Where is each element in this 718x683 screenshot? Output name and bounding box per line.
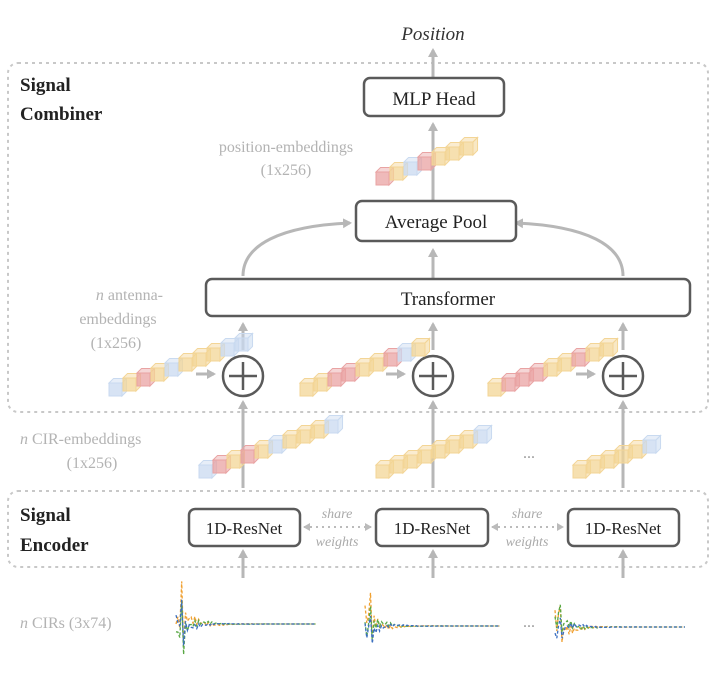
cir-embedding-strip-2	[374, 424, 493, 480]
cir-waveform-2-channel-0	[364, 592, 500, 642]
cir-embeddings-label-line2: (1x256)	[67, 455, 118, 472]
output-position-label: Position	[400, 24, 464, 45]
resnet-box-1	[187, 507, 302, 548]
antenna-embedding-strip-2-cube-8	[410, 337, 431, 358]
share-weights-label-1-line2: weights	[316, 535, 359, 550]
cir-waveform-1	[175, 581, 316, 655]
cir-embedding-strip-3	[571, 434, 662, 480]
resnet-label-2: 1D-ResNet	[394, 519, 471, 538]
resnet-block-1: 1D-ResNet	[187, 507, 302, 548]
resnet-block-3: 1D-ResNet	[566, 507, 681, 548]
average-pool-box	[354, 199, 518, 243]
arrow-left-skip-to-pool	[241, 218, 352, 277]
average-pool-block: Average Pool	[354, 199, 518, 243]
embedding-cube-strips	[107, 136, 662, 480]
cir-embeddings-ellipsis: ...	[523, 445, 535, 462]
signal-combiner-region	[7, 62, 709, 413]
share-weights-label-2-line2: weights	[506, 535, 549, 550]
average-pool-label: Average Pool	[385, 212, 488, 233]
cir-embedding-strip-1-cube-8	[309, 419, 330, 440]
position-embeddings-label-line1: position-embeddings	[219, 139, 353, 156]
cir-embedding-strip-2-cube-7	[472, 424, 493, 445]
resnet-box-3	[566, 507, 681, 548]
antenna-embeddings-n: n	[96, 287, 104, 304]
mlp-head-label: MLP Head	[392, 89, 476, 110]
resnet-label-3: 1D-ResNet	[585, 519, 662, 538]
signal-combiner-label-line1: Signal	[20, 75, 71, 96]
mlp-head-block: MLP Head	[362, 76, 506, 118]
signal-encoder-region	[7, 490, 709, 568]
antenna-embedding-strip-1	[107, 332, 254, 398]
share-weights-label-1-line1: share	[322, 507, 353, 522]
plus-node-3	[601, 354, 645, 398]
cir-waveform-3-channel-2	[554, 617, 685, 639]
antenna-embeddings-label-line1: n antenna-	[96, 287, 163, 304]
plus-node-1	[221, 354, 265, 398]
antenna-embedding-strip-3	[486, 337, 619, 398]
cir-waveforms	[175, 581, 685, 655]
cir-waveform-3	[554, 604, 685, 643]
antenna-embeddings-word: antenna-	[108, 287, 163, 304]
cir-embedding-strip-1-cube-9	[323, 414, 344, 435]
cirs-ellipsis: ...	[523, 614, 535, 631]
plus-nodes	[221, 354, 645, 398]
cir-waveform-2-channel-2	[364, 615, 500, 644]
antenna-embeddings-label-line3: (1x256)	[91, 335, 142, 352]
share-weights-label-2-line1: share	[512, 507, 543, 522]
cir-embedding-strip-2-cube-4	[430, 439, 451, 460]
resnet-box-2	[374, 507, 490, 548]
cirs-n: n	[20, 615, 28, 632]
plus-node-2	[411, 354, 455, 398]
antenna-embedding-strip-2-cube-1	[312, 372, 333, 393]
cirs-word: CIRs (3x74)	[32, 615, 112, 632]
signal-encoder-label-line1: Signal	[20, 505, 71, 526]
position-embeddings-label-line2: (1x256)	[261, 162, 312, 179]
cir-embeddings-n: n	[20, 431, 28, 448]
transformer-box	[204, 277, 692, 318]
arrow-right-skip-to-pool	[514, 218, 625, 277]
cir-embedding-strip-3-cube-5	[641, 434, 662, 455]
cir-waveform-2-channel-1	[364, 606, 500, 643]
cir-waveform-2	[364, 592, 500, 644]
mlp-head-box	[362, 76, 506, 118]
cir-embedding-strip-2-cube-1	[388, 454, 409, 475]
resnet-label-1: 1D-ResNet	[206, 519, 283, 538]
signal-combiner-label-line2: Combiner	[20, 104, 103, 125]
antenna-embedding-strip-3-cube-8	[598, 337, 619, 358]
position-embedding-strip-cube-6	[458, 136, 479, 157]
signal-encoder-label-line2: Encoder	[20, 535, 89, 556]
cir-embedding-strip-1	[197, 414, 344, 480]
antenna-embedding-strip-3-cube-0	[486, 377, 507, 398]
cir-waveform-1-channel-2	[175, 599, 316, 646]
cir-embeddings-word: CIR-embeddings	[32, 431, 141, 448]
antenna-embedding-strip-2	[298, 337, 431, 398]
antenna-embeddings-label-line2: embeddings	[79, 311, 156, 328]
antenna-embedding-strip-2-cube-6	[382, 347, 403, 368]
resnet-block-2: 1D-ResNet	[374, 507, 490, 548]
cir-embedding-strip-1-cube-0	[197, 459, 218, 480]
transformer-block: Transformer	[204, 277, 692, 318]
position-embedding-strip	[374, 136, 479, 187]
cirs-label: n CIRs (3x74)	[20, 615, 112, 632]
antenna-embedding-strip-1-cube-9	[233, 332, 254, 353]
cir-embeddings-label-line1: n CIR-embeddings	[20, 431, 141, 448]
cir-waveform-1-channel-0	[175, 581, 316, 648]
transformer-label: Transformer	[401, 289, 496, 310]
cir-waveform-3-channel-1	[554, 604, 685, 633]
